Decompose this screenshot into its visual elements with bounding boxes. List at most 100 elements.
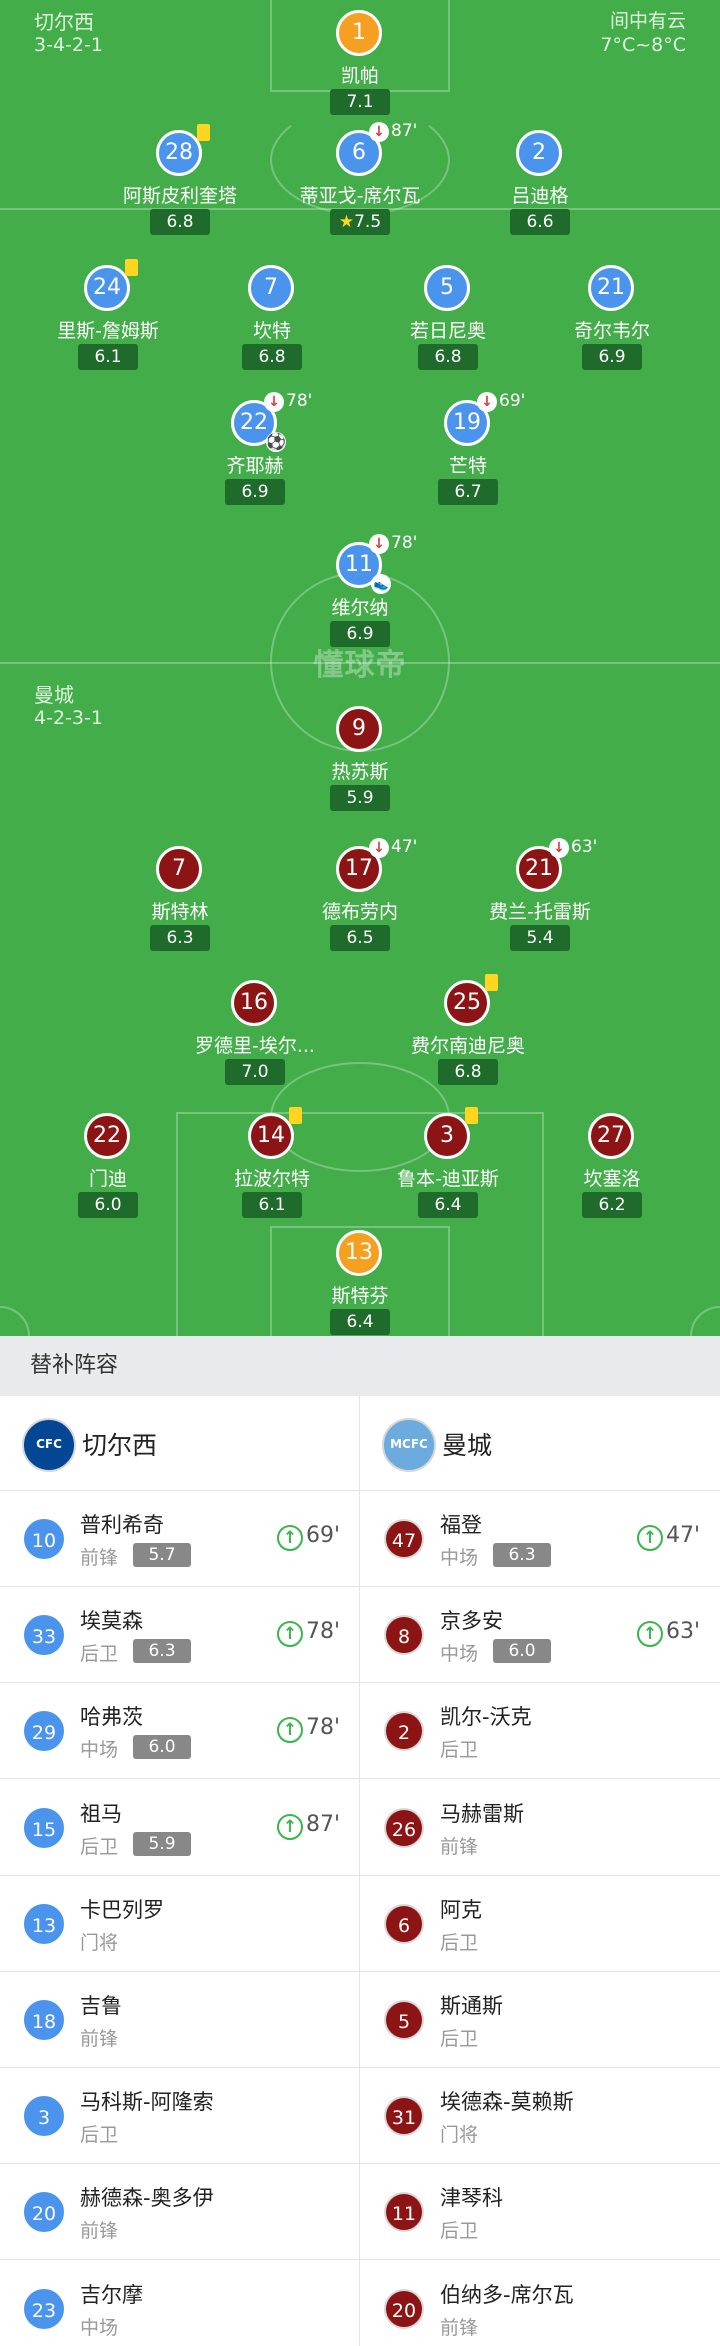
player-rating: 6.4 [330,1309,390,1335]
substitute-number: 10 [24,1519,64,1559]
yellow-card-icon [125,259,138,276]
home-formation: 3-4-2-1 [34,34,103,56]
sub-in-arrow-icon: ↑ [637,1621,663,1648]
substitute-name: 伯纳多-席尔瓦 [440,2282,574,2307]
substitute-name: 哈弗茨 [80,1705,143,1730]
substitute-number: 20 [384,2288,424,2329]
weather-condition: 间中有云 [609,10,686,32]
player-rating: 7.1 [330,89,390,115]
player-number: 9 [336,706,382,752]
player-name: 门迪 [88,1168,127,1190]
sub-in-arrow-icon: ↑ [277,1525,303,1551]
sub-in-arrow-icon: ↑ [277,1621,303,1648]
sub-out-time: 69' [499,391,526,411]
away-formation: 4-2-3-1 [34,707,103,729]
player-number: 7 [156,846,202,892]
substitute-position: 中场 [440,1547,479,1569]
sub-in-arrow-icon: ↑ [277,1717,303,1744]
substitutes-header: 替补阵容 [0,1336,720,1396]
player-name: 斯特芬 [331,1285,389,1307]
football-icon: ⚽ [266,432,286,452]
substitute-position: 中场 [80,2316,119,2339]
corner-bottom-left [0,1306,30,1336]
sub-in-time: 87' [306,1811,341,1837]
sub-out-arrow-icon: ↓ [477,392,497,412]
player-rating-value: 6.7 [454,482,482,502]
chelsea-logo-icon: CFC [22,1418,76,1472]
player-name: 德布劳内 [321,901,398,923]
player-rating: 6.2 [582,1192,642,1218]
player-rating: 6.7 [438,479,498,505]
player-name: 奇尔韦尔 [573,320,650,342]
away-team-name: 曼城 [34,683,74,707]
watermark: 懂球帝 [313,648,407,683]
away-team-header[interactable]: MCFC 曼城 [360,1396,720,1491]
player-rating: 6.8 [418,344,478,370]
player-name: 鲁本-迪亚斯 [397,1168,499,1190]
sub-in-arrow-icon: ↑ [277,1813,303,1840]
sub-out-time: 78' [286,391,313,411]
sub-in-time: 69' [306,1523,341,1548]
substitute-name: 埃德森-莫赖斯 [440,2090,574,2115]
player-rating-value: 6.8 [258,347,286,367]
man-city-logo-icon: MCFC [382,1418,436,1472]
player-rating-value: 6.3 [166,928,194,948]
player-rating-value: 6.4 [434,1195,462,1215]
substitute-number: 6 [384,1903,424,1944]
player-number: 13 [336,1230,382,1276]
yellow-card-icon [465,1107,478,1124]
substitute-number: 47 [384,1519,424,1559]
corner-bottom-right [690,1306,720,1336]
player-number: 25 [444,980,490,1026]
substitute-number: 15 [24,1807,64,1848]
player-number: 22 [84,1113,130,1159]
substitute-name: 祖马 [80,1801,122,1826]
home-team-header[interactable]: CFC 切尔西 [0,1396,360,1491]
substitute-number: 33 [24,1615,64,1656]
sub-out-time: 63' [571,837,598,857]
away-team-label: 曼城 [442,1431,493,1460]
player-rating-value: 5.4 [526,928,554,948]
substitute-number: 23 [24,2288,64,2329]
